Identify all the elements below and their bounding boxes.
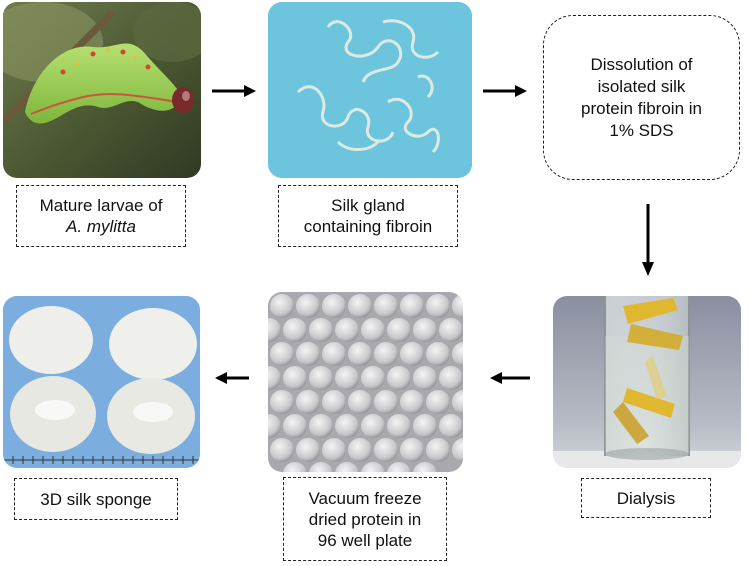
dialysis-image bbox=[553, 296, 741, 468]
sponge-label: 3D silk sponge bbox=[14, 478, 178, 520]
dialysis-line1: Dialysis bbox=[616, 488, 676, 508]
larvae-image bbox=[3, 2, 201, 178]
larvae-line2: A. mylitta bbox=[66, 217, 136, 236]
arrow-left-2 bbox=[490, 372, 530, 384]
sponge-photo bbox=[3, 296, 200, 468]
dialysis-photo bbox=[553, 296, 741, 468]
sponge-image bbox=[3, 296, 200, 468]
freeze-line3: 96 well plate bbox=[317, 530, 413, 550]
dissolution-box: Dissolution of isolated silk protein fib… bbox=[543, 15, 740, 180]
freeze-line2: dried protein in bbox=[308, 509, 422, 529]
arrow-right-1 bbox=[212, 85, 256, 97]
dissolution-line3: protein fibroin in bbox=[581, 98, 702, 118]
arrow-left-1 bbox=[215, 372, 249, 384]
plate-image bbox=[268, 292, 463, 472]
dissolution-line4: 1% SDS bbox=[609, 120, 674, 140]
dissolution-line1: Dissolution of bbox=[590, 54, 693, 74]
gland-line1: Silk gland bbox=[331, 196, 405, 215]
freeze-line1: Vacuum freeze bbox=[308, 488, 422, 508]
arrow-right-2 bbox=[483, 85, 527, 97]
arrow-down bbox=[642, 204, 654, 276]
larvae-line1: Mature larvae of bbox=[39, 196, 163, 215]
gland-photo bbox=[268, 2, 472, 178]
sponge-line1: 3D silk sponge bbox=[40, 489, 152, 509]
freeze-label: Vacuum freeze dried protein in 96 well p… bbox=[283, 477, 447, 561]
gland-label: Silk gland containing fibroin bbox=[278, 185, 458, 247]
larvae-photo bbox=[3, 2, 201, 178]
dissolution-line2: isolated silk bbox=[597, 76, 686, 96]
gland-line2: containing fibroin bbox=[303, 217, 433, 236]
plate-photo bbox=[268, 292, 463, 472]
dialysis-label: Dialysis bbox=[581, 478, 711, 518]
larvae-label: Mature larvae of A. mylitta bbox=[16, 185, 186, 247]
gland-image bbox=[268, 2, 472, 178]
